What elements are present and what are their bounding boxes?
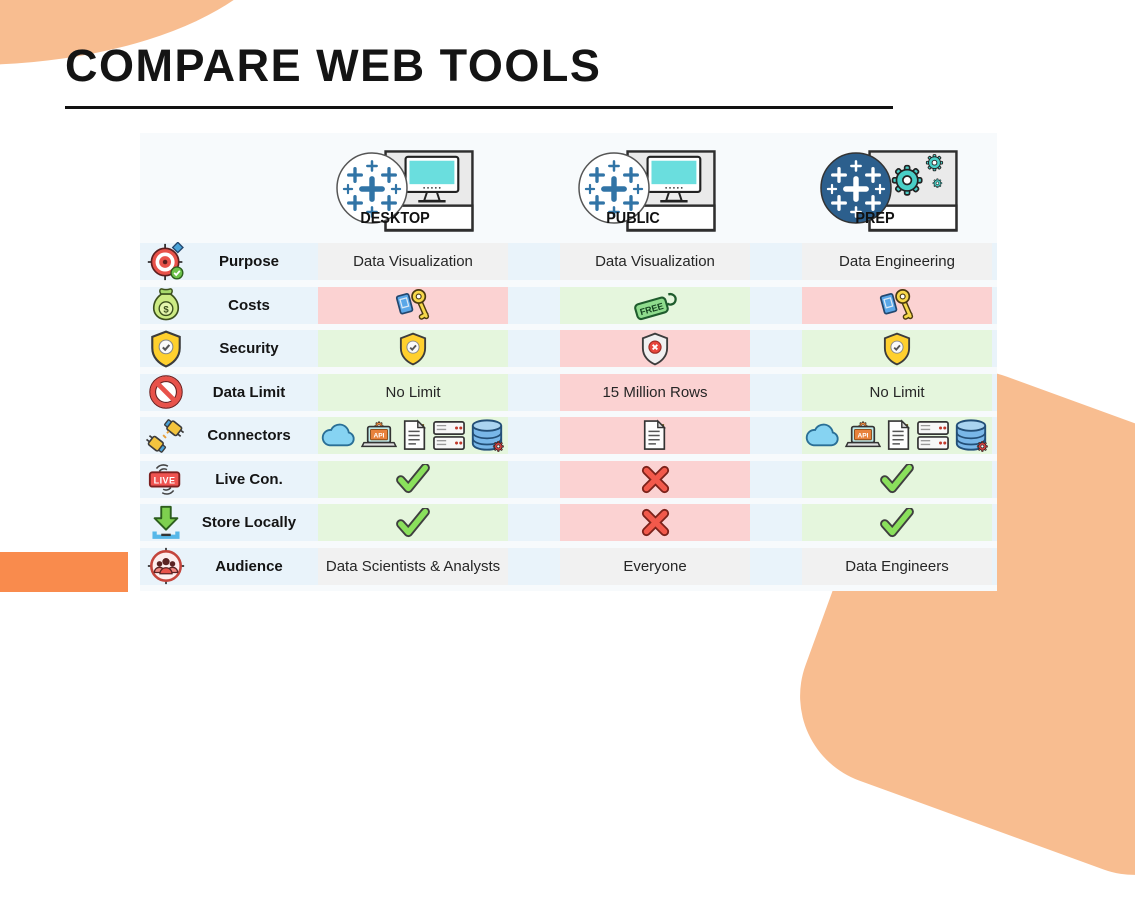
file-icon: [887, 419, 910, 450]
check-icon: [396, 464, 430, 494]
title-underline: [65, 106, 893, 109]
cell-desktop-costs: [318, 286, 508, 324]
database-icon: [955, 418, 988, 452]
paid-key-icon: [874, 287, 920, 323]
cell-desktop-data-limit: No Limit: [318, 373, 508, 411]
row-label: Security: [219, 340, 279, 357]
server-icon: [433, 420, 465, 450]
cell-prep-store: [802, 504, 992, 541]
row-label: Purpose: [218, 253, 279, 270]
cell-prep-audience: Data Engineers: [802, 547, 992, 585]
cell-public-costs: FREE: [560, 286, 750, 324]
table-row-audience: Audience Data Scientists & Analysts Ever…: [140, 547, 997, 585]
x-icon: [641, 508, 670, 537]
audience-icon: [144, 547, 188, 585]
api-laptop-icon: API: [360, 420, 398, 447]
table-row-costs: $ Costs FREE: [140, 285, 997, 325]
column-label-prep: PREP: [855, 210, 895, 227]
live-badge-icon: LIVE: [144, 460, 188, 498]
column-label-desktop: DESKTOP: [360, 210, 430, 227]
cell-desktop-connectors: API: [318, 417, 508, 454]
file-icon: [403, 419, 426, 450]
cell-desktop-audience: Data Scientists & Analysts: [318, 547, 508, 585]
cloud-icon: [321, 423, 355, 446]
no-entry-icon: [144, 373, 188, 411]
cell-public-store: [560, 504, 750, 541]
target-icon: [144, 241, 188, 282]
cell-public-purpose: Data Visualization: [560, 243, 750, 280]
tableau-logo-dark-icon: [820, 152, 892, 224]
row-label: Store Locally: [201, 514, 297, 531]
money-bag-icon: $: [144, 285, 188, 325]
file-icon: [643, 419, 666, 450]
table-row-live-connection: LIVE Live Con.: [140, 460, 997, 498]
svg-text:API: API: [374, 432, 385, 439]
tableau-logo-icon: [578, 152, 650, 224]
row-label: Live Con.: [215, 470, 283, 488]
shield-check-icon: [883, 332, 911, 365]
x-icon: [641, 465, 670, 494]
free-tag-icon: FREE: [634, 292, 677, 321]
table-row-connectors: Connectors API: [140, 417, 997, 454]
database-icon: [471, 418, 504, 452]
cell-prep-connectors: API: [802, 417, 992, 454]
check-icon: [880, 508, 914, 538]
shield-check-icon: [399, 332, 427, 365]
table-row-data-limit: Data Limit No Limit 15 Million Rows No L…: [140, 373, 997, 411]
cell-desktop-security: [318, 330, 508, 367]
cell-desktop-live: [318, 460, 508, 498]
download-tray-icon: [144, 504, 188, 542]
svg-text:API: API: [858, 432, 869, 439]
page-title: COMPARE WEB TOOLS: [65, 40, 602, 91]
comparison-table: DESKTOP: [140, 133, 997, 591]
plugs-icon: [144, 417, 188, 455]
column-label-public: PUBLIC: [606, 210, 660, 227]
cell-prep-costs: [802, 286, 992, 324]
cell-public-security: [560, 330, 750, 367]
row-label: Data Limit: [212, 383, 286, 401]
cell-public-live: [560, 460, 750, 498]
cell-public-data-limit: 15 Million Rows: [560, 373, 750, 411]
tableau-logo-icon: [336, 152, 408, 224]
cell-prep-live: [802, 460, 992, 498]
check-icon: [880, 464, 914, 494]
shield-icon: [144, 329, 188, 368]
column-header-public: PUBLIC: [577, 148, 717, 232]
row-label: Costs: [228, 296, 270, 314]
svg-text:LIVE: LIVE: [154, 475, 176, 485]
shield-x-icon: [641, 332, 669, 365]
monitor-icon: [384, 150, 474, 232]
table-header-row: DESKTOP: [140, 148, 997, 232]
cell-public-audience: Everyone: [560, 547, 750, 585]
cell-prep-security: [802, 330, 992, 367]
api-laptop-icon: API: [844, 420, 882, 447]
cell-public-connectors: [560, 417, 750, 454]
check-icon: [396, 508, 430, 538]
table-row-security: Security: [140, 329, 997, 368]
row-label: Audience: [215, 557, 283, 575]
column-header-desktop: DESKTOP: [335, 148, 475, 232]
column-header-prep: PREP: [819, 148, 959, 232]
table-row-store-locally: Store Locally: [140, 504, 997, 541]
orange-bar-decoration: [0, 552, 128, 592]
cell-prep-purpose: Data Engineering: [802, 243, 992, 280]
cloud-icon: [805, 423, 839, 446]
server-icon: [917, 420, 949, 450]
cell-desktop-store: [318, 504, 508, 541]
table-row-purpose: Purpose Data Visualization Data Visualiz…: [140, 241, 997, 282]
cell-prep-data-limit: No Limit: [802, 373, 992, 411]
row-label: Connectors: [207, 427, 291, 444]
paid-key-icon: [390, 287, 436, 323]
slide-header: COMPARE WEB TOOLS: [65, 40, 895, 109]
svg-text:$: $: [163, 304, 169, 315]
cell-desktop-purpose: Data Visualization: [318, 243, 508, 280]
